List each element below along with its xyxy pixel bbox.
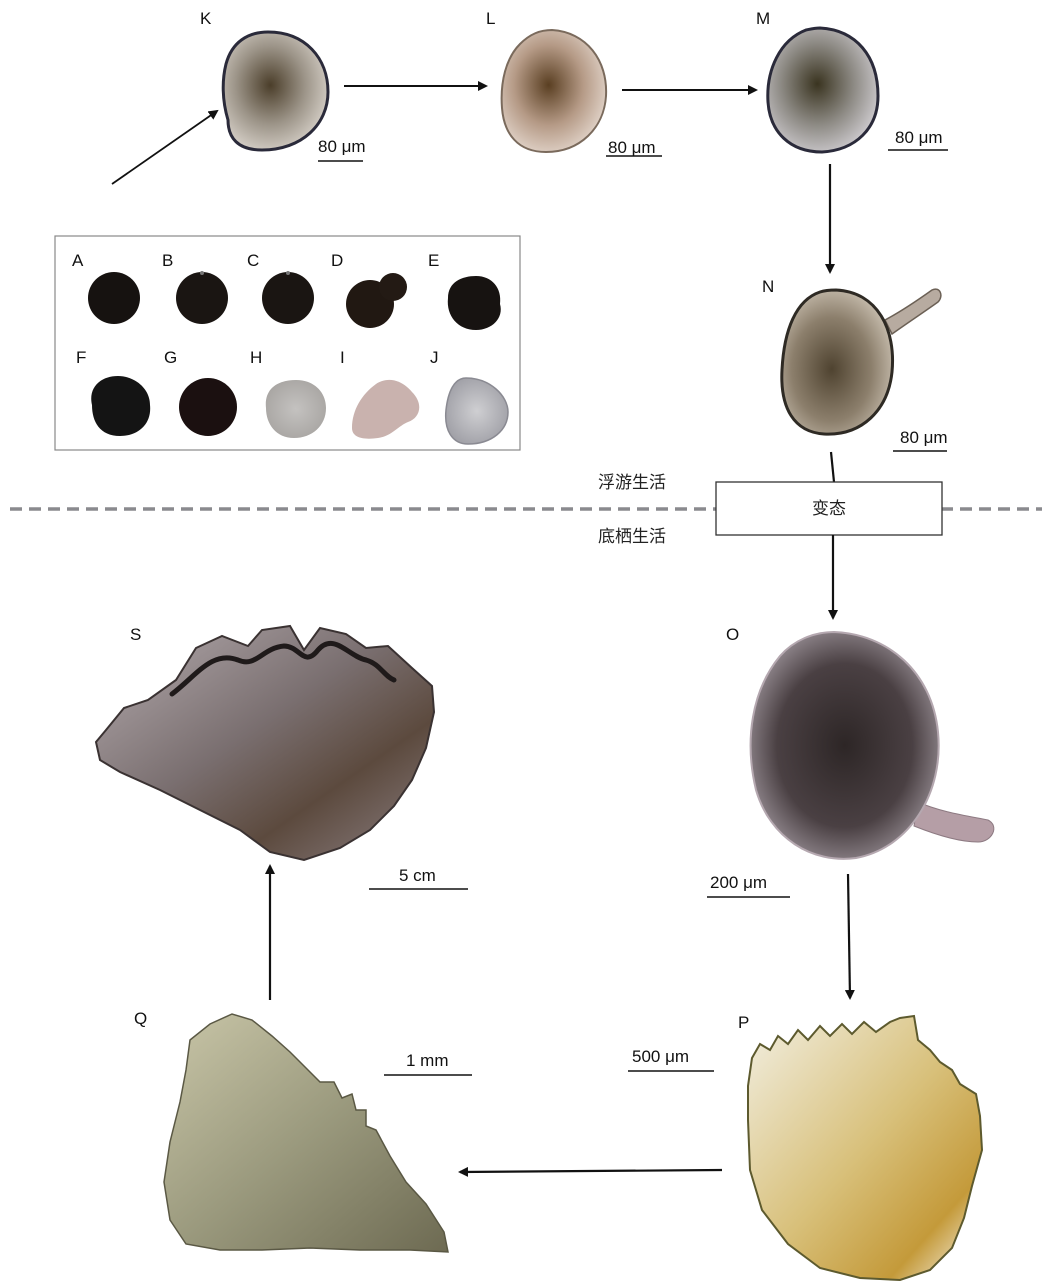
adult-oyster-s: [96, 626, 434, 860]
zone-label-pelagic: 浮游生活: [598, 473, 666, 493]
scale-bar-label-s: 5 cm: [399, 866, 436, 885]
inset-label-b: B: [162, 251, 173, 270]
inset-label-a: A: [72, 251, 84, 270]
early-development-inset: A B C D E F G H I J: [55, 236, 520, 450]
stage-label-l: L: [486, 9, 495, 28]
stage-q: Q 1 mm: [134, 1009, 472, 1252]
foot-o: [914, 802, 994, 842]
fertilized-egg-b: [176, 272, 228, 324]
scale-bar-label-q: 1 mm: [406, 1051, 449, 1070]
stage-label-s: S: [130, 625, 141, 644]
stage-s: S 5 cm: [96, 625, 468, 889]
arrow-p-to-q: [460, 1170, 722, 1172]
stage-l: L 80 μm: [486, 9, 662, 157]
blastula-g: [179, 378, 237, 436]
stage-k: K 80 μm: [200, 9, 366, 161]
juvenile-shell-p: [748, 1016, 982, 1280]
stage-label-k: K: [200, 9, 212, 28]
scale-bar-label-p: 500 μm: [632, 1047, 689, 1066]
stage-label-m: M: [756, 9, 770, 28]
straight-hinge-larva-k: [223, 32, 328, 150]
egg-c: [262, 272, 314, 324]
stage-o: O 200 μm: [707, 625, 994, 897]
inset-label-j: J: [430, 348, 439, 367]
stage-label-q: Q: [134, 1009, 147, 1028]
arrow-inset-to-k: [112, 111, 217, 184]
inset-label-c: C: [247, 251, 259, 270]
multi-cell-e: [448, 276, 501, 330]
inset-label-h: H: [250, 348, 262, 367]
foot-n: [885, 289, 941, 334]
inset-label-i: I: [340, 348, 345, 367]
scale-bar-label-o: 200 μm: [710, 873, 767, 892]
pediveliger-n: [782, 290, 893, 434]
scale-bar-label-m: 80 μm: [895, 128, 943, 147]
inset-label-g: G: [164, 348, 177, 367]
scale-bar-label-l: 80 μm: [608, 138, 656, 157]
arrow-o-to-p: [848, 874, 850, 998]
polar-body-b: [200, 271, 204, 275]
inset-label-e: E: [428, 251, 439, 270]
stage-label-p: P: [738, 1013, 749, 1032]
late-umbo-larva-m: [768, 28, 878, 152]
juvenile-oyster-q: [164, 1014, 448, 1252]
stage-p: P 500 μm: [628, 1013, 982, 1280]
polar-body-c: [286, 271, 290, 275]
scale-bar-label-n: 80 μm: [900, 428, 948, 447]
stage-label-n: N: [762, 277, 774, 296]
arrow-n-to-metamorphosis: [831, 452, 834, 482]
zone-label-benthic: 底栖生活: [598, 527, 666, 547]
eyed-larva-spat-o: [751, 632, 939, 859]
egg-a: [88, 272, 140, 324]
metamorphosis-label: 变态: [812, 499, 846, 519]
inset-label-d: D: [331, 251, 343, 270]
scale-bar-label-k: 80 μm: [318, 137, 366, 156]
inset-label-f: F: [76, 348, 86, 367]
early-umbo-larva-l: [502, 30, 607, 152]
two-cell-d-small: [379, 273, 407, 301]
stage-n: N 80 μm: [762, 277, 948, 451]
stage-m: M 80 μm: [756, 9, 948, 152]
gastrula-h: [266, 380, 326, 438]
stage-label-o: O: [726, 625, 739, 644]
